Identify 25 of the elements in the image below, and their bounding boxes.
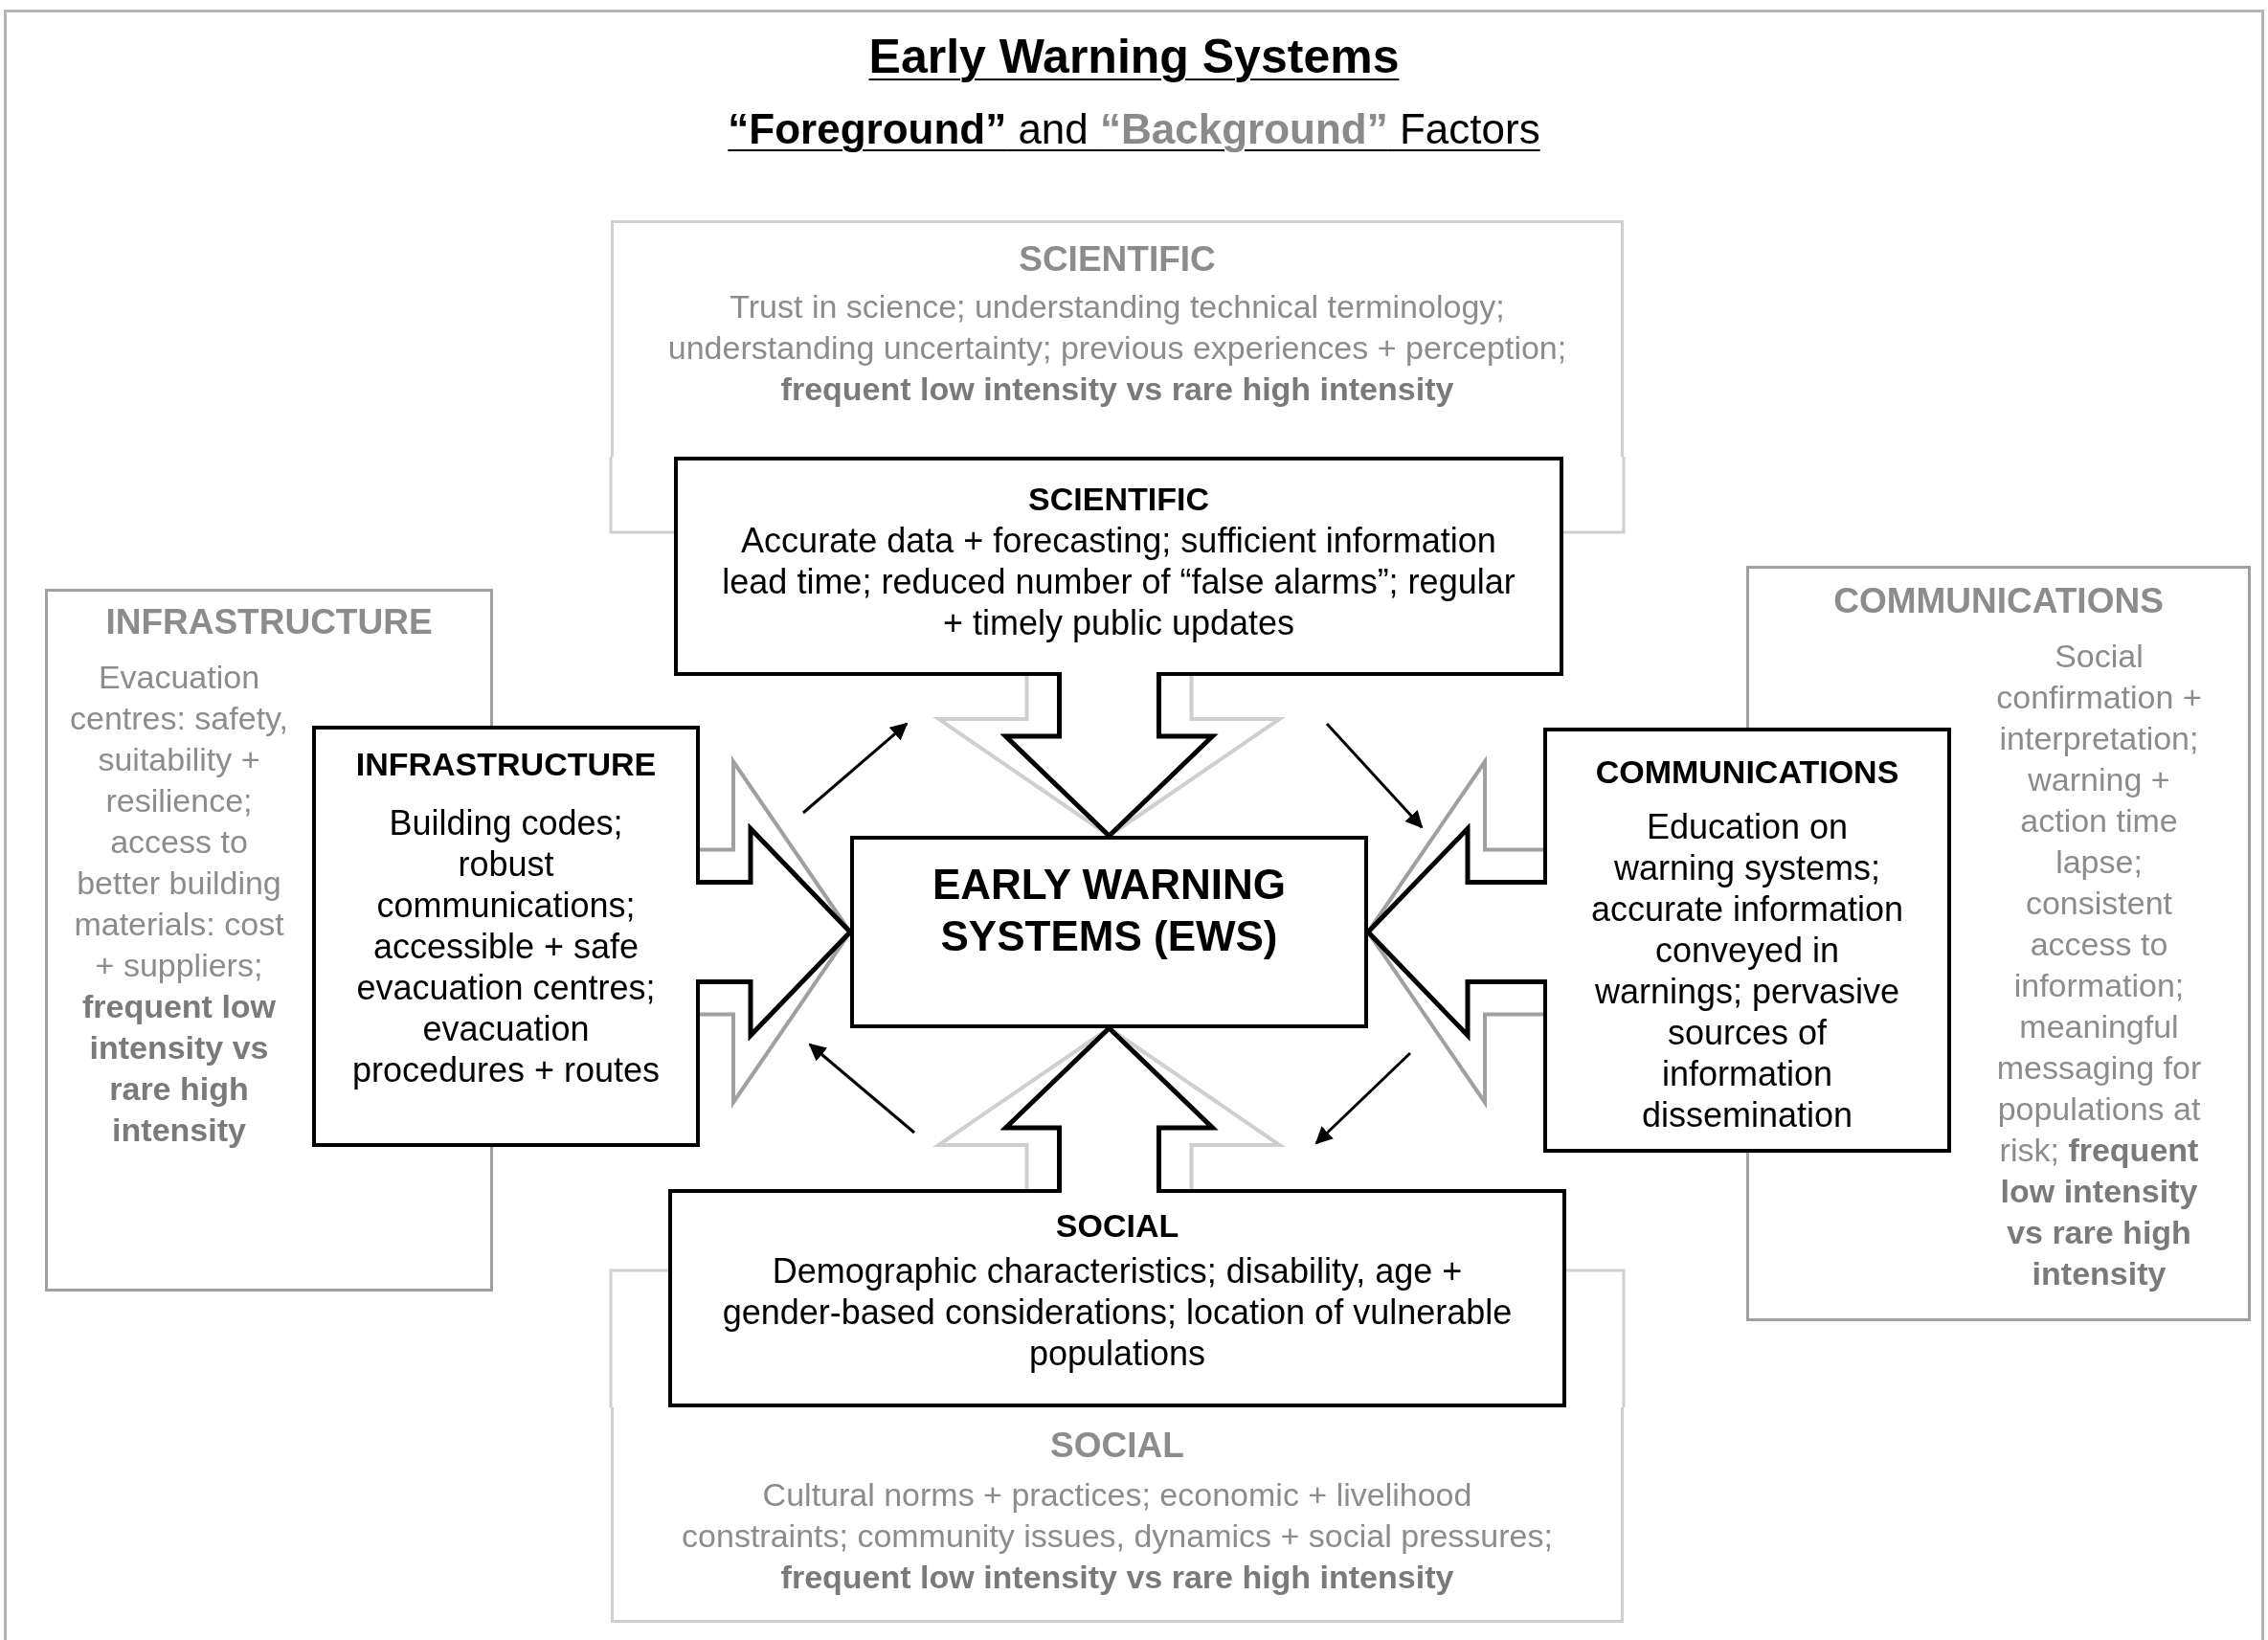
subtitle: “Foreground” and “Background” Factors bbox=[728, 105, 1540, 152]
box-heading: SCIENTIFIC bbox=[1018, 238, 1217, 281]
title: Early Warning Systems bbox=[868, 30, 1400, 83]
box-text: Education on warning systems; accurate information conveyed in warnings; pervasive sources of information dissemination bbox=[1589, 806, 1905, 1135]
factor-box bbox=[1543, 728, 1951, 1153]
box-heading: INFRASTRUCTURE bbox=[104, 601, 434, 643]
box-text: Evacuation centres: safety, suitability + resilience; access to better building materials: cost + suppliers; frequent low intensity vs rare high intensity bbox=[69, 658, 289, 1150]
box-heading: SOCIAL bbox=[1049, 1425, 1185, 1467]
box-heading: EARLY WARNING SYSTEMS (EWS) bbox=[931, 860, 1288, 961]
box-text: Cultural norms + practices; economic + livelihood constraints; community issues, dynamics + social pressures; frequent low intensity vs rare high intensity bbox=[681, 1475, 1554, 1597]
box-heading: SCIENTIFIC bbox=[1027, 480, 1210, 519]
box-heading: INFRASTRUCTURE bbox=[354, 745, 658, 784]
background-factor-box bbox=[611, 1407, 1624, 1623]
box-text: Social confirmation + interpretation; warning + action time lapse; consistent access to information; meaningful messaging for populations at risk; frequent low intensity vs rare high intensity bbox=[1995, 637, 2203, 1293]
central-box bbox=[850, 836, 1368, 1028]
box-heading: COMMUNICATIONS bbox=[1832, 580, 2165, 622]
box-text: Demographic characteristics; disability, age + gender-based considerations; location of vulnerable populations bbox=[721, 1250, 1514, 1374]
factor-box bbox=[312, 726, 700, 1147]
box-text: Building codes; robust communications; accessible + safe evacuation centres; evacuation procedures + routes bbox=[350, 802, 662, 1090]
box-heading: COMMUNICATIONS bbox=[1594, 753, 1900, 792]
factor-box bbox=[668, 1189, 1566, 1407]
box-heading: SOCIAL bbox=[1054, 1206, 1180, 1246]
factor-box bbox=[674, 457, 1563, 676]
box-text: Trust in science; understanding technical terminology; understanding uncertainty; previous experiences + perception; frequent low intensity vs rare high intensity bbox=[666, 287, 1568, 409]
box-text: Accurate data + forecasting; sufficient information lead time; reduced number of “false alarms”; regular + timely public updates bbox=[722, 520, 1516, 643]
